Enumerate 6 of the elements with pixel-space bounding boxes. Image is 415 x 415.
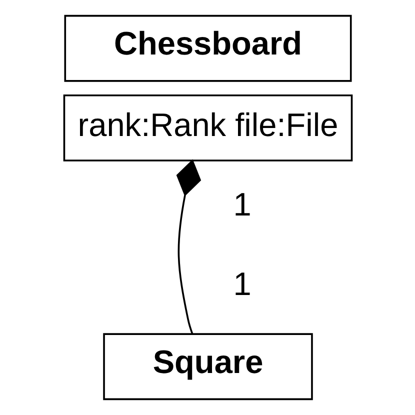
node-box: Chessboard (64, 14, 352, 82)
connector (176, 159, 201, 334)
label: 1 (232, 266, 251, 302)
node-box: rank:Rank file:File (62, 94, 352, 162)
node-box: Square (102, 333, 312, 400)
label: 1 (232, 186, 251, 222)
